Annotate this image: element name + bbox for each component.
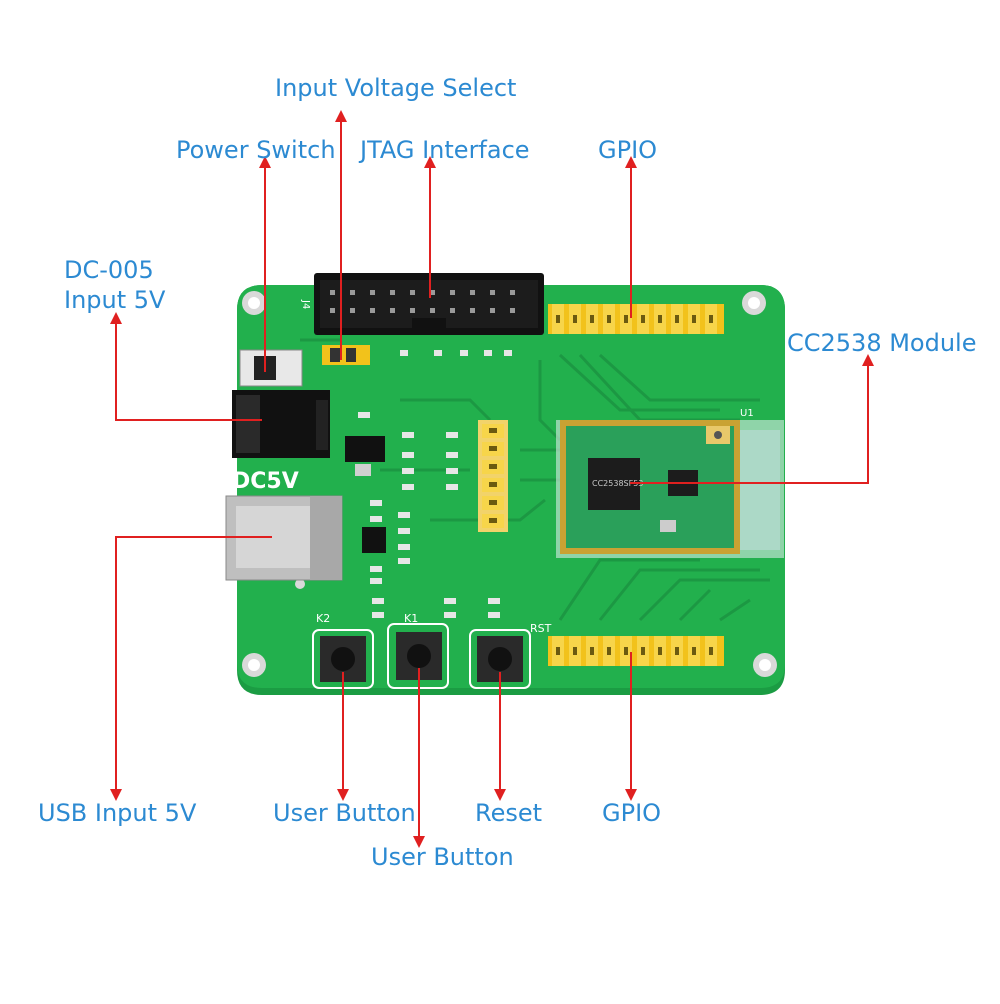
label-dc005-line2: Input 5V [64,286,166,314]
gpio-top-pin-hole [675,315,679,323]
gpio-top-pin-hole [607,315,611,323]
gpio-mid-pin-hole [489,518,497,523]
usb-connector [225,495,343,581]
gpio-bottom-pin-hole [607,647,611,655]
pointer-usb-input [110,536,272,801]
gpio-bottom-pin-hole [556,647,560,655]
gpio-mid-pin-hole [489,482,497,487]
gpio-mid-pin-hole [489,428,497,433]
mounting-holes [242,291,777,677]
gpio-top-pin-hole [692,315,696,323]
jtag-pin [350,290,355,295]
gpio-header-top [548,304,724,334]
gpio-bottom-pin-hole [709,647,713,655]
module-ref-text: U1 [740,408,754,419]
label-dc005-line1: DC-005 [64,256,154,284]
jtag-pin [410,308,415,313]
pcb-board [237,285,785,695]
label-user-button-bottom: User Button [371,843,514,871]
jtag-ref-text: J4 [300,299,311,309]
dc5v-silkscreen: DC5V [232,469,299,494]
gpio-bottom-pin-hole [573,647,577,655]
jtag-pin [450,290,455,295]
jtag-pin [470,290,475,295]
smd-components [345,350,512,618]
voltage-select-jumper [322,345,370,365]
gpio-top-pin-hole [709,315,713,323]
pointer-lines [110,110,874,848]
rst-silkscreen: RST [530,622,552,635]
power-switch [239,349,303,387]
jtag-pin [450,308,455,313]
cc2538-module [556,420,784,558]
label-reset: Reset [475,799,543,827]
label-jtag-interface: JTAG Interface [360,136,530,164]
gpio-mid-pin-hole [489,464,497,469]
label-cc2538-module: CC2538 Module [787,329,977,357]
jtag-pin [490,308,495,313]
jtag-pin [330,290,335,295]
pointer-cc2538 [630,354,874,484]
jtag-pin [470,308,475,313]
gpio-bottom-pin-hole [624,647,628,655]
jtag-header [314,273,544,335]
k1-silkscreen: K1 [404,612,418,625]
jtag-pin [410,290,415,295]
gpio-header-bottom [548,636,724,666]
gpio-header-middle [478,420,508,532]
gpio-top-pin-hole [641,315,645,323]
pointer-dc005 [110,312,262,421]
jtag-pin [350,308,355,313]
gpio-mid-pin-hole [489,446,497,451]
gpio-bottom-pin-hole [675,647,679,655]
chip-marking-text: CC2538SF53 [592,479,643,488]
label-gpio-bottom: GPIO [602,799,662,827]
jtag-pin [510,290,515,295]
label-power-switch: Power Switch [176,136,336,164]
label-usb-input: USB Input 5V [38,799,197,827]
jtag-pin [510,308,515,313]
jtag-pin [430,308,435,313]
gpio-top-pin-hole [624,315,628,323]
jtag-pin [370,290,375,295]
gpio-top-pin-hole [556,315,560,323]
gpio-mid-pin-hole [489,500,497,505]
jtag-pin [390,290,395,295]
jtag-pin [430,290,435,295]
k2-silkscreen: K2 [316,612,330,625]
label-user-button-left: User Button [273,799,416,827]
jtag-pin [370,308,375,313]
label-gpio-top: GPIO [598,136,658,164]
gpio-top-pin-hole [590,315,594,323]
gpio-bottom-pin-hole [658,647,662,655]
gpio-bottom-pin-hole [590,647,594,655]
jtag-pin [390,308,395,313]
gpio-top-pin-hole [573,315,577,323]
jtag-pin [330,308,335,313]
gpio-bottom-pin-hole [692,647,696,655]
dc-jack [232,390,330,458]
label-dc005: DC-005 Input 5V [64,255,165,315]
jtag-pin [490,290,495,295]
gpio-top-pin-hole [658,315,662,323]
gpio-bottom-pin-hole [641,647,645,655]
label-input-voltage-select: Input Voltage Select [275,74,517,102]
